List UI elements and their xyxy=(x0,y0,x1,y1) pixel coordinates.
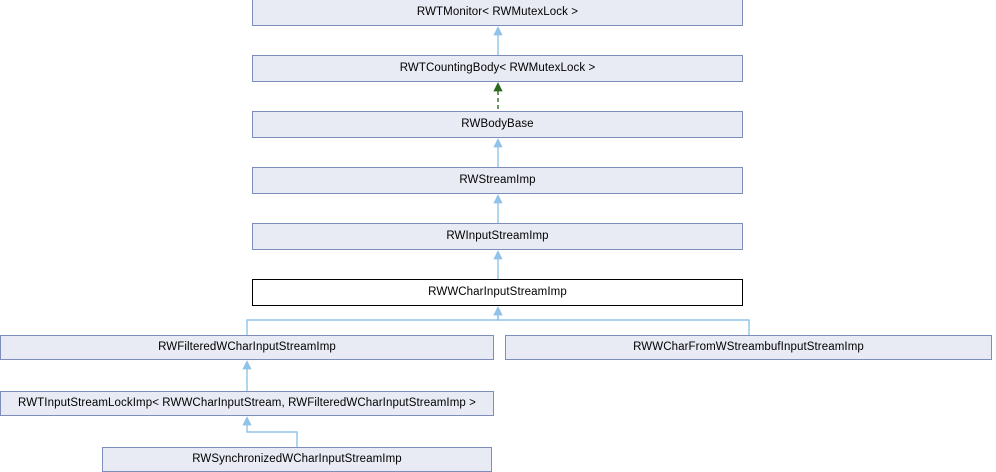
edge-line xyxy=(246,425,298,447)
edge-arrowhead xyxy=(493,194,503,204)
class-node-label: RWStreamImp xyxy=(459,173,536,186)
class-node-label: RWTMonitor< RWMutexLock > xyxy=(416,5,579,18)
class-node-rwtcountingbody[interactable]: RWTCountingBody< RWMutexLock > xyxy=(252,55,743,82)
class-node-label: RWTInputStreamLockImp< RWWCharInputStrea… xyxy=(18,396,476,409)
class-node-label: RWWCharInputStreamImp xyxy=(428,285,567,298)
edge-arrowhead xyxy=(493,306,503,316)
edge-line xyxy=(246,315,499,335)
edge-line xyxy=(497,315,750,335)
edge-arrowhead xyxy=(493,82,503,92)
class-node-label: RWTCountingBody< RWMutexLock > xyxy=(399,61,596,74)
edge-arrowhead xyxy=(493,26,503,36)
edge-rwfilteredwcharinputstreamimp-to-rwwcharinputstreamimp xyxy=(246,306,503,335)
edge-rwbodybase-to-rwtcountingbody xyxy=(493,82,503,111)
edge-arrowhead xyxy=(493,250,503,260)
class-node-rwinputstreamimp[interactable]: RWInputStreamImp xyxy=(252,223,743,250)
class-node-rwwcharfromwstreambufinputstreamimp[interactable]: RWWCharFromWStreambufInputStreamImp xyxy=(505,335,992,360)
edge-arrowhead xyxy=(242,360,252,370)
edge-rwtinputstreamlockimp-to-rwfilteredwcharinputstreamimp xyxy=(242,360,252,391)
edge-arrowhead xyxy=(493,306,503,316)
edge-arrowhead xyxy=(493,138,503,148)
edge-rwsynchronizedwcharinputstreamimp-to-rwtinputstreamlockimp xyxy=(242,416,298,447)
edge-rwstreamimp-to-rwbodybase xyxy=(493,138,503,167)
class-node-label: RWSynchronizedWCharInputStreamImp xyxy=(192,452,402,465)
edge-rwwcharinputstreamimp-to-rwinputstreamimp xyxy=(493,250,503,279)
edge-rwwcharfromwstreambufinputstreamimp-to-rwwcharinputstreamimp xyxy=(493,306,750,335)
class-node-rwsynchronizedwcharinputstreamimp[interactable]: RWSynchronizedWCharInputStreamImp xyxy=(102,447,492,472)
class-node-rwstreamimp[interactable]: RWStreamImp xyxy=(252,167,743,194)
class-node-rwbodybase[interactable]: RWBodyBase xyxy=(252,111,743,138)
edge-rwtcountingbody-to-rwtmonitor xyxy=(493,26,503,55)
edge-rwinputstreamimp-to-rwstreamimp xyxy=(493,194,503,223)
class-node-rwfilteredwcharinputstreamimp[interactable]: RWFilteredWCharInputStreamImp xyxy=(0,335,494,360)
class-node-rwtmonitor[interactable]: RWTMonitor< RWMutexLock > xyxy=(252,0,743,26)
class-node-rwwcharinputstreamimp[interactable]: RWWCharInputStreamImp xyxy=(252,279,743,306)
class-node-label: RWFilteredWCharInputStreamImp xyxy=(158,340,336,353)
class-node-label: RWBodyBase xyxy=(461,117,534,130)
class-node-label: RWWCharFromWStreambufInputStreamImp xyxy=(633,340,864,353)
class-node-label: RWInputStreamImp xyxy=(446,229,549,242)
class-node-rwtinputstreamlockimp[interactable]: RWTInputStreamLockImp< RWWCharInputStrea… xyxy=(0,391,494,416)
edge-arrowhead xyxy=(242,416,252,426)
